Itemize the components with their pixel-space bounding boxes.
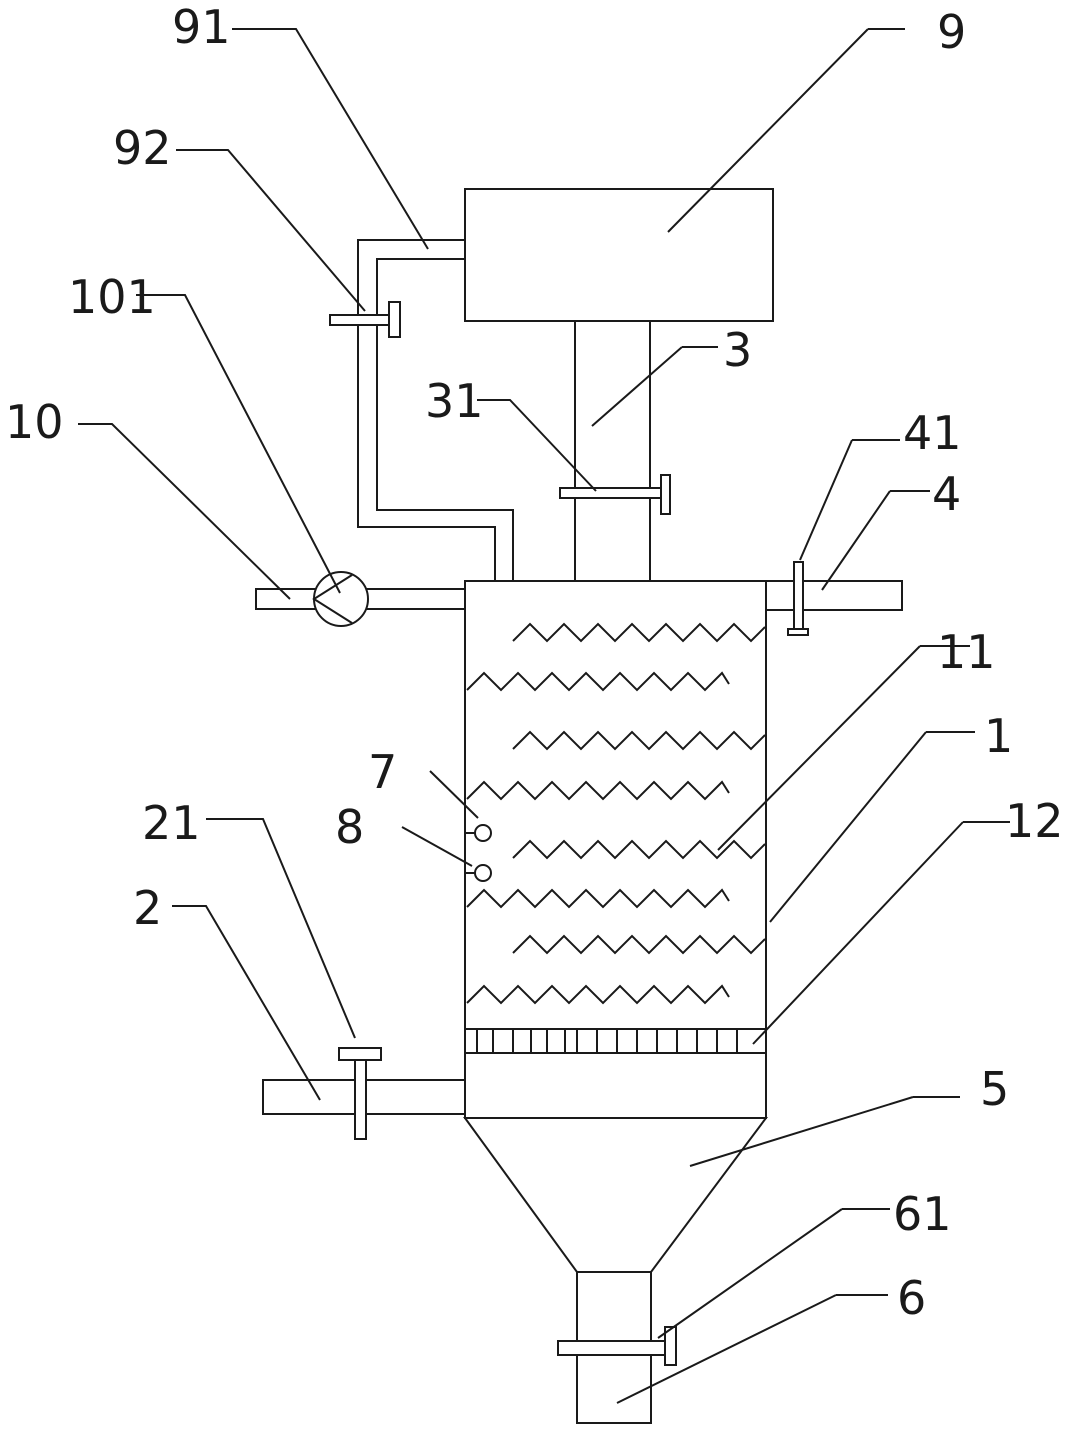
zigzag-baffles [466,622,766,1005]
valve-31 [559,474,671,515]
label-4: 4 [932,467,961,521]
label-2: 2 [133,881,162,935]
label-31: 31 [425,374,484,428]
cone-hopper [463,1117,768,1273]
central-pipe [574,320,651,582]
return-pipe [357,239,514,581]
valve-41 [787,561,809,636]
pump-101 [312,571,369,627]
valve-61 [557,1326,677,1366]
label-8: 8 [335,800,364,854]
valve-21 [338,1047,382,1140]
side-outlet-pipe [765,580,903,611]
label-61: 61 [893,1187,952,1241]
perforated-plate [464,1028,767,1054]
valve-92 [329,301,401,338]
leader-lines [78,28,1010,1404]
label-10: 10 [5,395,64,449]
top-unit-box [464,188,774,322]
label-91: 91 [172,0,231,54]
label-7: 7 [368,745,397,799]
callout-labels: 91 9 92 101 10 3 31 41 4 11 1 7 8 21 2 1… [5,0,1064,1325]
label-9: 9 [937,5,966,59]
label-101: 101 [68,270,156,324]
main-vessel [464,580,767,1119]
label-12: 12 [1005,794,1064,848]
sensor-7 [474,824,492,842]
label-6: 6 [897,1271,926,1325]
label-11: 11 [937,625,996,679]
label-92: 92 [113,121,172,175]
label-21: 21 [142,796,201,850]
label-5: 5 [980,1062,1009,1116]
label-3: 3 [723,323,752,377]
label-1: 1 [984,709,1013,763]
label-41: 41 [903,406,962,460]
sensor-8 [474,864,492,882]
